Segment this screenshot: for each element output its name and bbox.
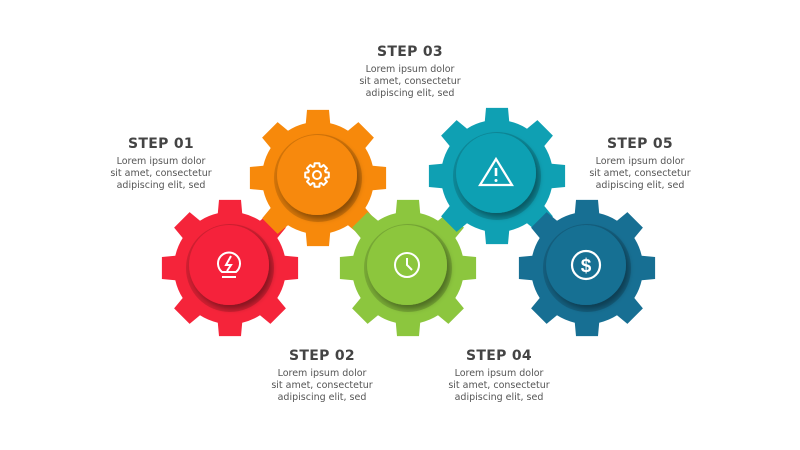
gear-step-1	[161, 199, 299, 337]
bolt	[224, 255, 233, 272]
clock-face	[394, 252, 420, 278]
step-01-label: STEP 01 Lorem ipsum dolor sit amet, cons…	[81, 136, 241, 192]
step-title: STEP 03	[377, 44, 443, 60]
bulb-outline	[217, 251, 241, 273]
step-title: STEP 05	[607, 136, 673, 152]
gear-button	[277, 135, 357, 215]
clock-icon	[394, 252, 420, 278]
step-desc-line: sit amet, consectetur	[589, 168, 691, 179]
gear-hub	[312, 170, 322, 180]
step-desc-line: Lorem ipsum dolor	[277, 368, 367, 379]
step-desc-line: adipiscing elit, sed	[595, 180, 685, 191]
step-desc-line: sit amet, consectetur	[448, 380, 550, 391]
step-desc-line: adipiscing elit, sed	[365, 88, 455, 99]
dollar-icon: $	[570, 249, 602, 281]
step-04-label: STEP 04 Lorem ipsum dolor sit amet, cons…	[419, 348, 579, 404]
step-desc-line: sit amet, consectetur	[110, 168, 212, 179]
step-desc-line: Lorem ipsum dolor	[365, 64, 455, 75]
step-desc-line: Lorem ipsum dolor	[454, 368, 544, 379]
step-desc-line: sit amet, consectetur	[271, 380, 373, 391]
triangle	[478, 156, 514, 187]
step-desc-line: adipiscing elit, sed	[277, 392, 367, 403]
exclamation-dot	[494, 179, 498, 182]
step-title: STEP 04	[466, 348, 532, 364]
gear-outline	[304, 162, 330, 188]
warning-icon	[478, 156, 514, 187]
step-desc-line: Lorem ipsum dolor	[595, 156, 685, 167]
gear-button	[546, 225, 626, 305]
step-desc-line: sit amet, consectetur	[359, 76, 461, 87]
lightbulb-icon	[217, 251, 241, 278]
step-desc-line: adipiscing elit, sed	[454, 392, 544, 403]
coin	[570, 249, 602, 281]
step-desc-line: adipiscing elit, sed	[116, 180, 206, 191]
gear-step-3	[339, 199, 477, 337]
gear-step-4	[428, 107, 566, 245]
dollar-sign: $	[581, 256, 592, 277]
gear-step-2	[249, 109, 387, 247]
step-03-label: STEP 03 Lorem ipsum dolor sit amet, cons…	[330, 44, 490, 100]
step-05-label: STEP 05 Lorem ipsum dolor sit amet, cons…	[560, 136, 720, 192]
gear-icon	[304, 162, 330, 188]
step-desc-line: Lorem ipsum dolor	[116, 156, 206, 167]
step-title: STEP 01	[128, 136, 194, 152]
gear-step-5: $	[518, 199, 656, 337]
step-02-label: STEP 02 Lorem ipsum dolor sit amet, cons…	[242, 348, 402, 404]
clock-hands	[406, 258, 413, 271]
step-title: STEP 02	[289, 348, 355, 364]
